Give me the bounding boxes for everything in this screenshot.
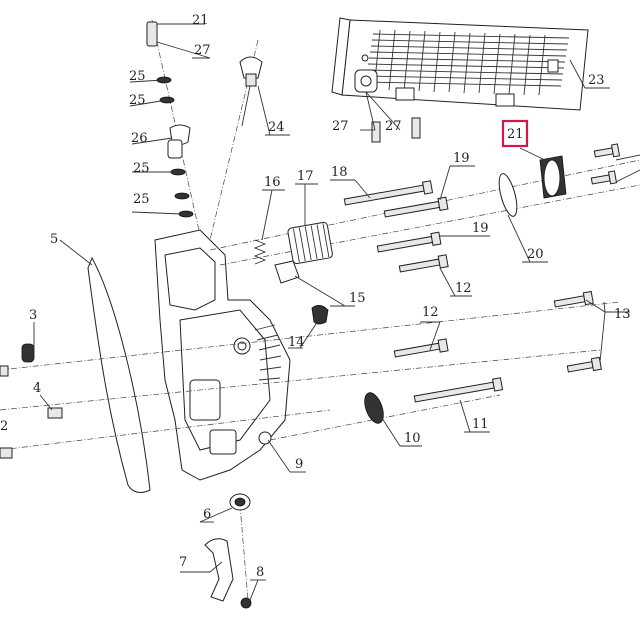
callout-19a: 19 <box>453 151 470 166</box>
gasket-part <box>87 256 151 493</box>
callout-14: 14 <box>288 335 305 350</box>
callout-16: 16 <box>264 175 281 190</box>
callout-24: 24 <box>268 120 285 135</box>
callout-27b: 27 <box>332 119 349 134</box>
callout-26: 26 <box>131 131 148 146</box>
callout-3: 3 <box>29 308 37 323</box>
radiator-part <box>331 17 589 111</box>
callout-7: 7 <box>179 555 187 570</box>
callout-23: 23 <box>588 73 605 88</box>
assembly-axis-lines <box>0 159 640 601</box>
callout-13: 13 <box>614 307 631 322</box>
highlight-box <box>501 119 529 148</box>
callout-20: 20 <box>527 247 544 262</box>
callout-25c: 25 <box>133 161 150 176</box>
callout-25d: 25 <box>133 192 150 207</box>
callout-6: 6 <box>203 507 211 522</box>
callout-19b: 19 <box>472 221 489 236</box>
callout-27a: 27 <box>194 43 211 58</box>
callout-numbers: 21 27 25 25 26 25 25 24 27 27 23 21 18 1… <box>0 13 631 580</box>
callout-21: 21 <box>507 127 524 142</box>
callout-17: 17 <box>297 169 314 184</box>
callout-27c: 27 <box>385 119 402 134</box>
callout-2: 2 <box>0 419 8 434</box>
callout-11: 11 <box>472 417 489 432</box>
callout-10: 10 <box>404 431 421 446</box>
callout-18: 18 <box>331 165 348 180</box>
shaft-assembly <box>146 19 201 236</box>
callout-12a: 12 <box>455 281 472 296</box>
callout-8: 8 <box>256 565 264 580</box>
callout-21a: 21 <box>192 13 209 28</box>
leader-lines <box>33 23 640 601</box>
callout-25b: 25 <box>129 93 146 108</box>
bolts <box>0 117 621 459</box>
callout-15: 15 <box>349 291 366 306</box>
callout-12b: 12 <box>422 305 439 320</box>
callout-4: 4 <box>33 381 41 396</box>
callout-25a: 25 <box>129 69 146 84</box>
crankcase-cover-part <box>154 229 291 481</box>
callout-9: 9 <box>295 457 303 472</box>
dipstick-part <box>209 39 263 241</box>
small-parts <box>21 155 567 609</box>
callout-5: 5 <box>50 232 58 247</box>
